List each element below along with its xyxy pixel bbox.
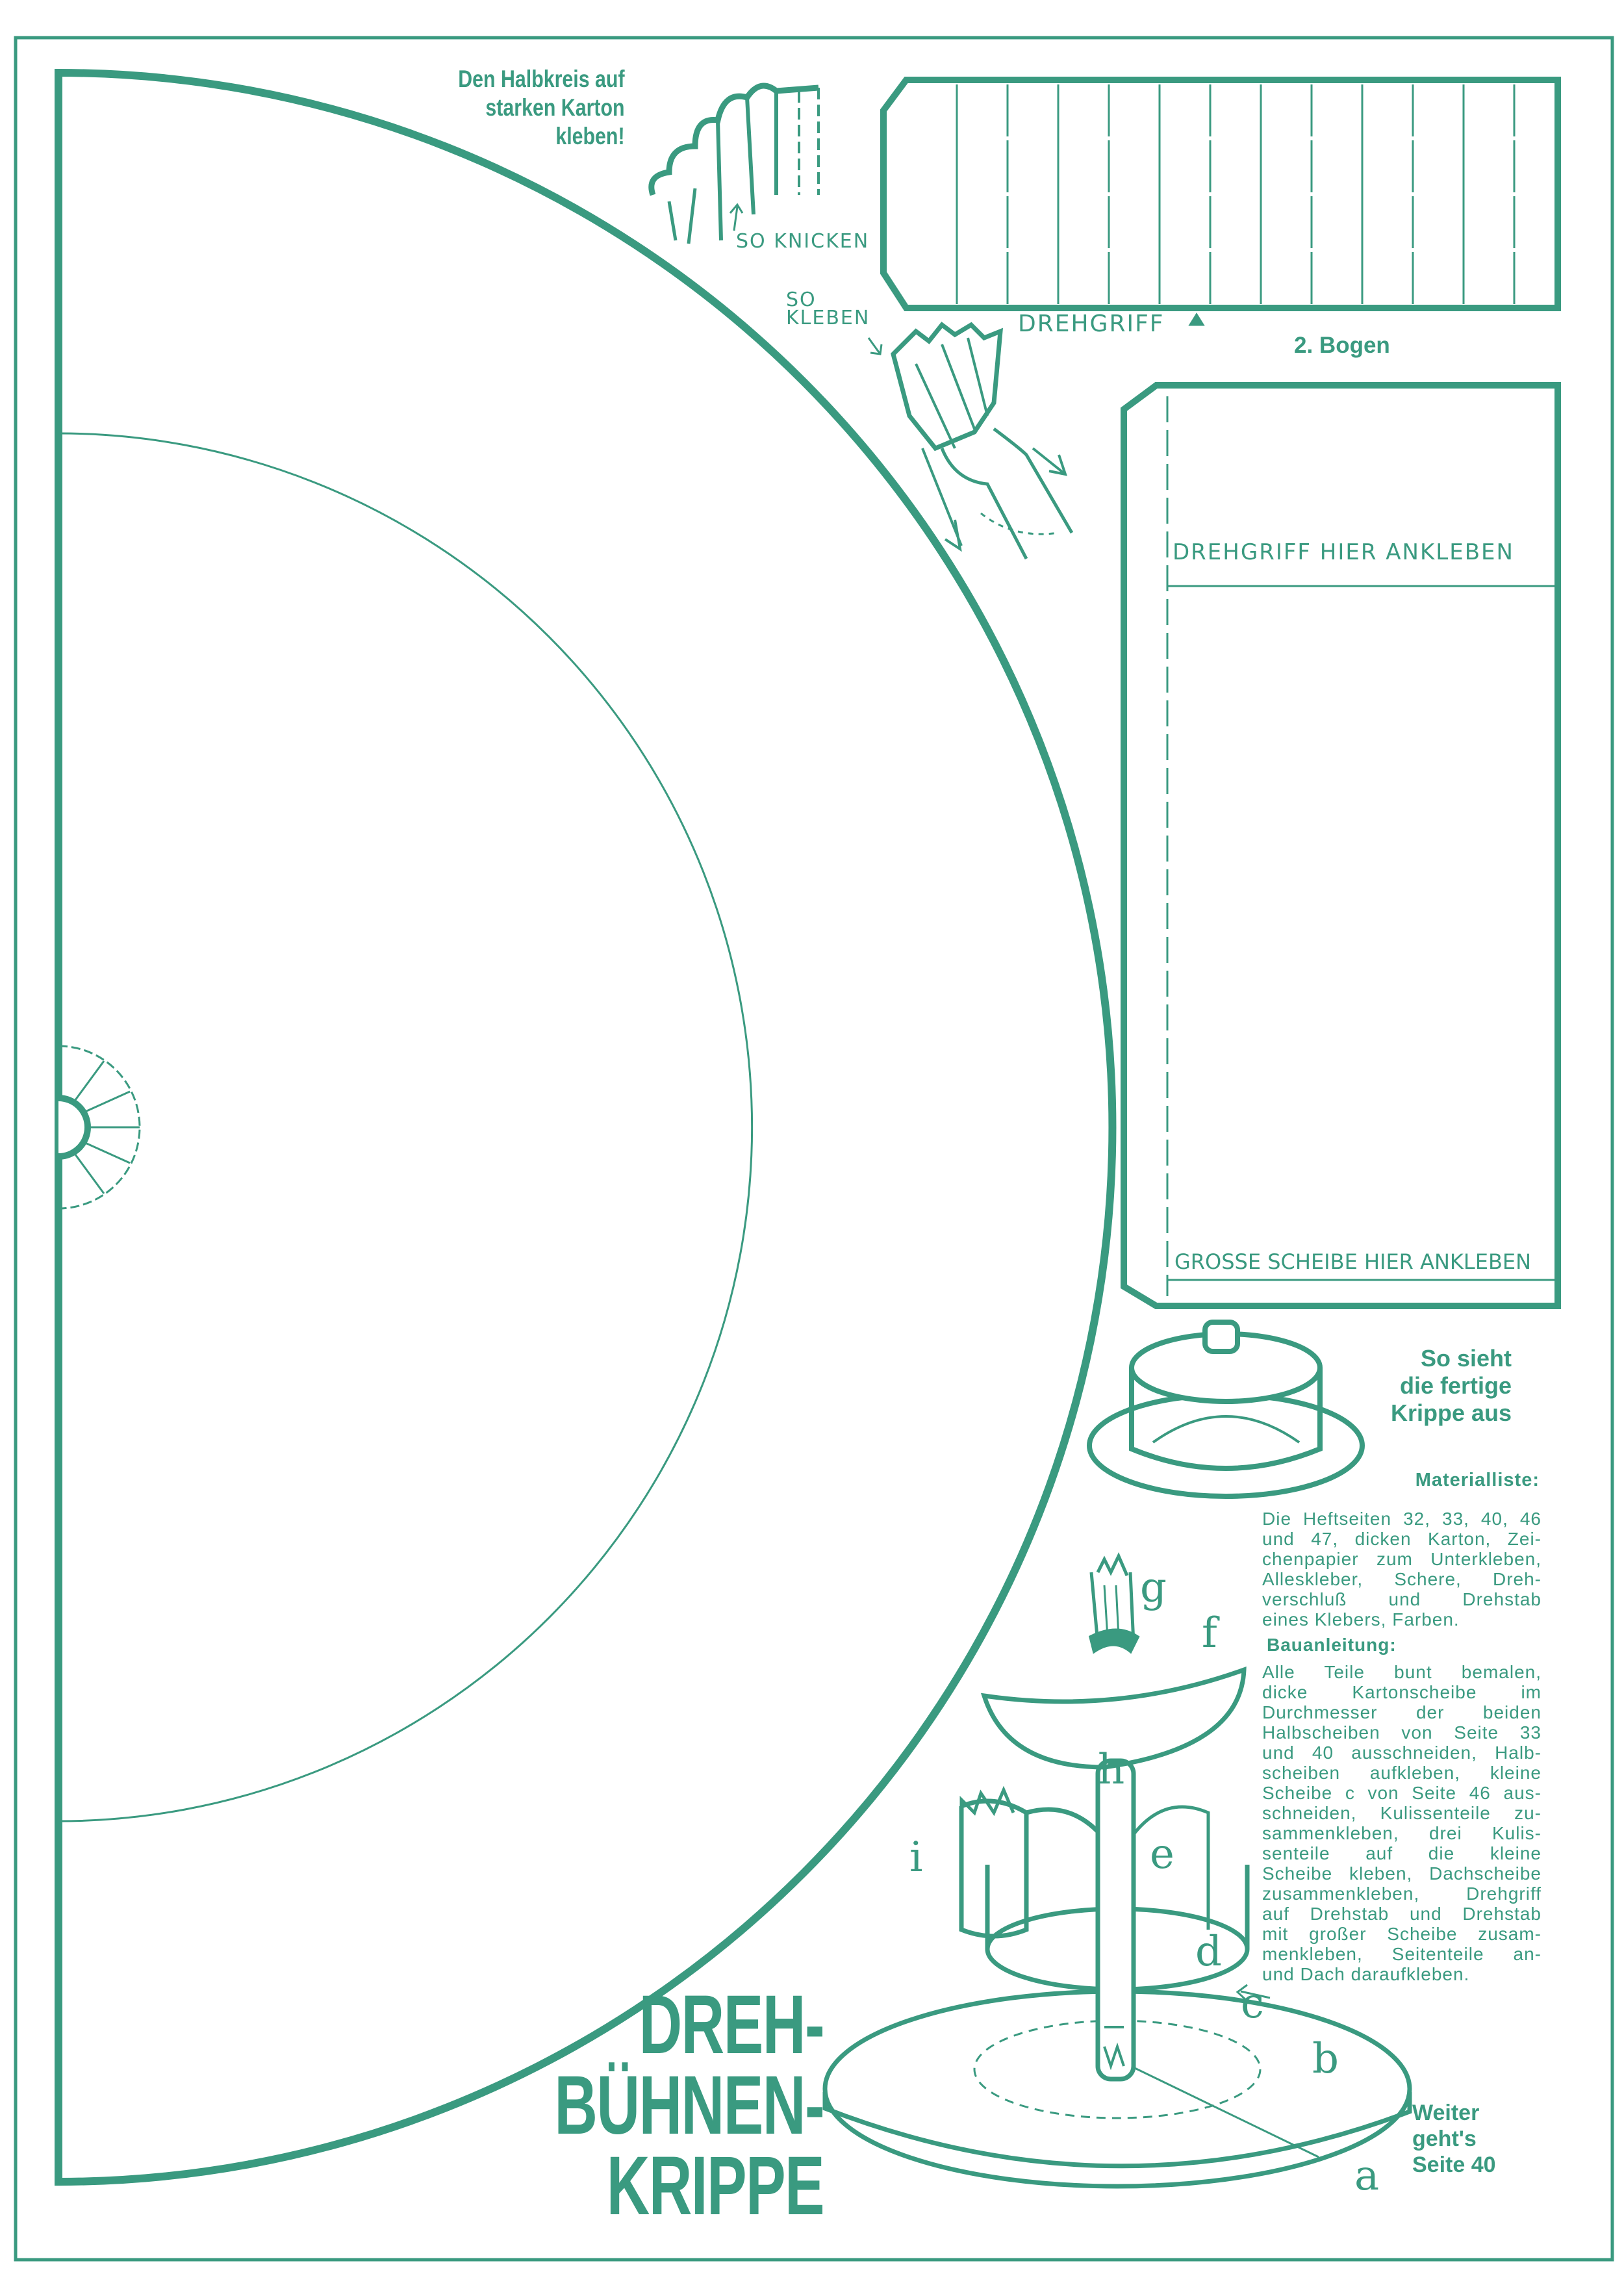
text-line: menkleben, Seitenteile an- [1262, 1944, 1542, 1964]
drehgriff-strip [880, 77, 1561, 311]
so-knicken-label: SO KNICKEN [736, 230, 870, 253]
text-line: und 47, dicken Karton, Zei- [1262, 1529, 1542, 1549]
text-line: sammenkleben, drei Kulis- [1262, 1823, 1542, 1843]
drehgriff-arrow-icon [1188, 313, 1205, 326]
so-kleben-line: KLEBEN [786, 307, 870, 329]
title-line: KRIPPE [606, 2140, 825, 2232]
text-line: senteile auf die kleine [1262, 1843, 1542, 1863]
fold-sketch [648, 83, 820, 244]
text-line: eines Klebers, Farben. [1262, 1609, 1460, 1629]
title-line: DREH- [639, 1978, 824, 2071]
base-panel [1121, 382, 1561, 1309]
drehgriff-label: DREHGRIFF [1018, 311, 1165, 337]
text-line: Halbscheiben von Seite 33 [1262, 1722, 1542, 1743]
title-line: BÜHNEN- [554, 2059, 824, 2152]
text-line: Durchmesser der beiden [1262, 1702, 1542, 1722]
caption-line: Krippe aus [1390, 1399, 1512, 1426]
part-letter-g: g [1140, 1564, 1167, 1612]
finished-caption: So sieht die fertige Krippe aus [1391, 1345, 1512, 1427]
text-line: scheiben aufkleben, kleine [1262, 1763, 1542, 1783]
text-line: Die Heftseiten 32, 33, 40, 46 [1262, 1509, 1542, 1529]
part-letter-a: a [1354, 2152, 1379, 2200]
hint-line: starken Karton [485, 94, 625, 121]
page-title: DREH- BÜHNEN- KRIPPE [554, 1978, 825, 2232]
drehgriff-glue-label: DREHGRIFF HIER ANKLEBEN [1173, 539, 1514, 565]
part-letter-h: h [1098, 1746, 1124, 1794]
text-line: Alleskleber, Schere, Dreh- [1262, 1569, 1542, 1589]
text-line: chenpapier zum Unterkleben, [1262, 1549, 1542, 1569]
so-kleben-label: SO KLEBEN [786, 288, 870, 329]
text-line: und Dach daraufkleben. [1262, 1964, 1470, 1984]
text-line: auf Drehstab und Drehstab [1262, 1904, 1542, 1924]
assembly-illustration [822, 1552, 1412, 2189]
text-line: dicke Kartonscheibe im [1262, 1682, 1542, 1702]
text-line: Scheibe kleben, Dachscheibe [1262, 1863, 1542, 1884]
continue-line: Weiter [1412, 2101, 1480, 2125]
text-line: schneiden, Kulissenteile zu- [1262, 1803, 1542, 1823]
caption-line: die fertige [1399, 1372, 1512, 1399]
continue-note: Weiter geht's Seite 40 [1412, 2100, 1496, 2178]
glue-hint: Den Halbkreis auf starken Karton kleben! [459, 65, 625, 151]
semicircle-cutout [55, 68, 1117, 2186]
caption-line: So sieht [1420, 1345, 1512, 1372]
part-letter-f: f [1202, 1609, 1220, 1657]
glue-sketch [891, 322, 1074, 560]
inner-arc [58, 432, 754, 1822]
bauanleitung-text: Alle Teile bunt bemalen,dicke Kartonsche… [1262, 1662, 1542, 1984]
part-letters: a bcd e fg h i [909, 1564, 1379, 2200]
continue-line: Seite 40 [1412, 2153, 1496, 2177]
continue-line: geht's [1412, 2127, 1477, 2151]
text-line: mit großer Scheibe zusam- [1262, 1924, 1542, 1944]
text-line: und 40 ausschneiden, Halb- [1262, 1743, 1542, 1763]
part-letter-b: b [1312, 2035, 1339, 2083]
so-kleben-arrow [867, 337, 883, 355]
materialliste-heading: Materialliste: [1415, 1470, 1540, 1490]
so-kleben-line: SO [786, 288, 817, 311]
text-line: Alle Teile bunt bemalen, [1262, 1662, 1542, 1682]
text-line: zusammenkleben, Drehgriff [1262, 1884, 1542, 1904]
big-disc-glue-label: GROSSE SCHEIBE HIER ANKLEBEN [1174, 1249, 1532, 1274]
part-letter-d: d [1195, 1928, 1222, 1976]
part-letter-c: c [1241, 1980, 1264, 2028]
text-line: Scheibe c von Seite 46 aus- [1262, 1783, 1542, 1803]
hint-line: kleben! [555, 123, 625, 149]
bauanleitung-heading: Bauanleitung: [1267, 1635, 1397, 1655]
finished-krippe-illustration [1087, 1320, 1365, 1499]
part-letter-e: e [1150, 1830, 1174, 1878]
center-notch [58, 1045, 141, 1210]
text-line: verschluß und Drehstab [1262, 1589, 1542, 1609]
part-letter-i: i [909, 1833, 922, 1882]
page-border [14, 36, 1614, 2262]
hint-line: Den Halbkreis auf [458, 66, 625, 92]
sheet-number: 2. Bogen [1294, 333, 1390, 358]
so-knicken-arrow [729, 203, 744, 231]
